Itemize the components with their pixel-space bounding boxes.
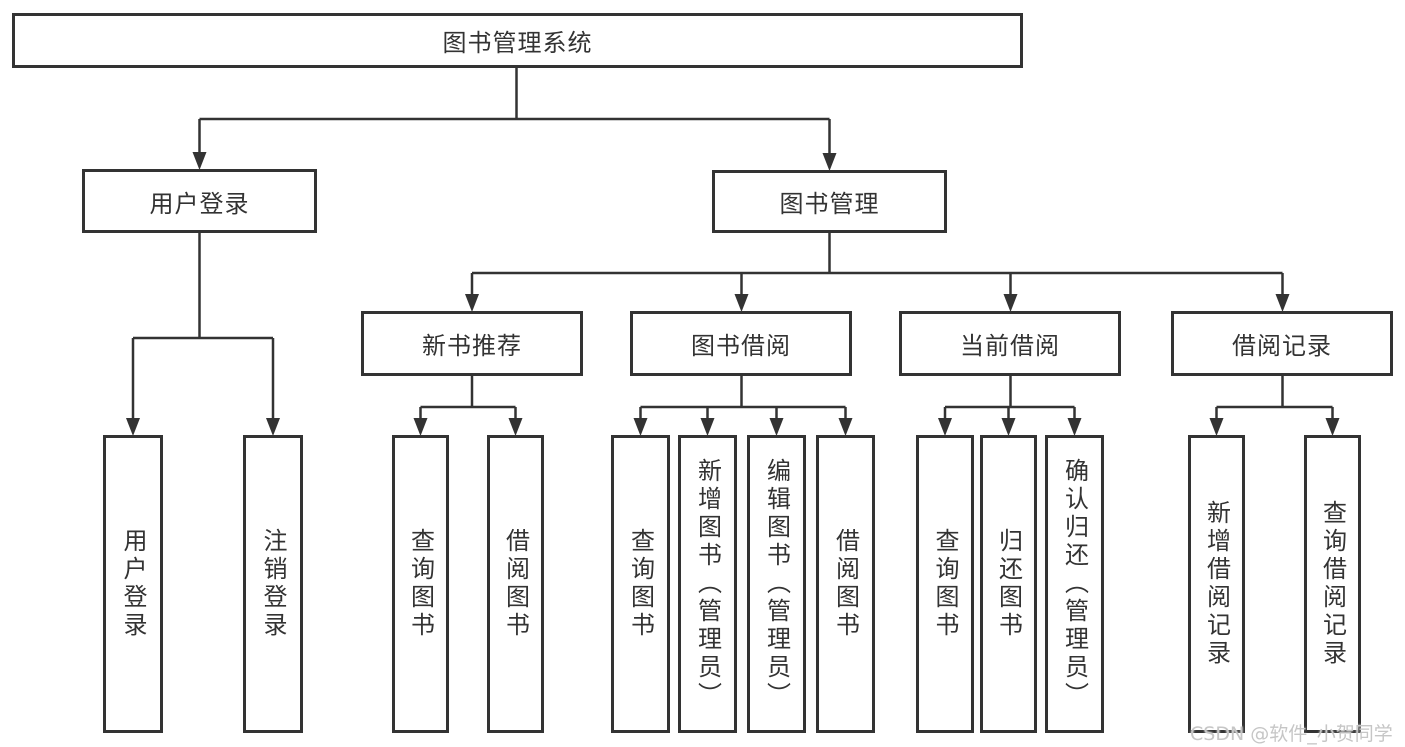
arrow-down-icon (465, 294, 479, 312)
leaf-user-login: 用户登录 (103, 435, 163, 733)
arrow-down-icon (1275, 294, 1290, 312)
arrow-down-icon (413, 418, 428, 436)
arrow-down-icon (734, 294, 749, 312)
leaf-return-books: 归还图书 (980, 435, 1037, 733)
connector-new-book-recommendation-to-leaves (419, 376, 517, 419)
arrow-down-icon (838, 418, 853, 436)
leaf-search-books-borrowing: 查询图书 (611, 435, 670, 733)
arrow-down-icon (1209, 418, 1224, 436)
leaf-confirm-return-admin: 确认归还（管理员） (1045, 435, 1104, 733)
csdn-watermark: CSDN @软件_小贺同学 (1190, 723, 1393, 745)
connector-book-borrowing-to-leaves (639, 376, 847, 419)
arrow-down-icon (508, 418, 523, 436)
leaf-borrow-books-recommend: 借阅图书 (487, 435, 544, 733)
arrow-down-icon (769, 418, 784, 436)
arrow-down-icon (822, 153, 837, 171)
node-book-borrowing: 图书借阅 (630, 311, 852, 376)
node-book-management: 图书管理 (712, 170, 947, 233)
connector-current-borrowing-to-leaves (943, 376, 1076, 419)
arrow-down-icon (1067, 418, 1082, 436)
leaf-add-borrow-record: 新增借阅记录 (1188, 435, 1245, 733)
arrow-down-icon (1003, 294, 1018, 312)
arrow-down-icon (1001, 418, 1016, 436)
node-borrowing-records: 借阅记录 (1171, 311, 1393, 376)
connector-borrowing-records-to-leaves (1215, 376, 1334, 419)
connector-root-to-level2 (198, 68, 831, 154)
leaf-add-books-admin: 新增图书（管理员） (678, 435, 737, 733)
arrow-down-icon (266, 418, 280, 436)
arrow-down-icon (633, 418, 648, 436)
connector-book-management-to-level3 (470, 233, 1284, 295)
leaf-search-books-recommend: 查询图书 (392, 435, 449, 733)
arrow-down-icon (700, 418, 715, 436)
arrowheads (126, 152, 1340, 436)
node-user-login: 用户登录 (82, 169, 317, 233)
connector-user-login-to-leaves (131, 233, 275, 419)
connector-paths (131, 68, 1334, 419)
leaf-search-borrow-record: 查询借阅记录 (1304, 435, 1361, 733)
arrow-down-icon (1325, 418, 1340, 436)
arrow-down-icon (192, 152, 207, 170)
arrow-down-icon (126, 418, 140, 436)
node-library-management-system: 图书管理系统 (12, 13, 1023, 68)
leaf-edit-books-admin: 编辑图书（管理员） (747, 435, 806, 733)
node-new-book-recommendation: 新书推荐 (361, 311, 583, 376)
leaf-logout: 注销登录 (243, 435, 303, 733)
leaf-borrow-books: 借阅图书 (816, 435, 875, 733)
node-current-borrowing: 当前借阅 (899, 311, 1121, 376)
leaf-search-books-current: 查询图书 (916, 435, 974, 733)
arrow-down-icon (938, 418, 952, 436)
